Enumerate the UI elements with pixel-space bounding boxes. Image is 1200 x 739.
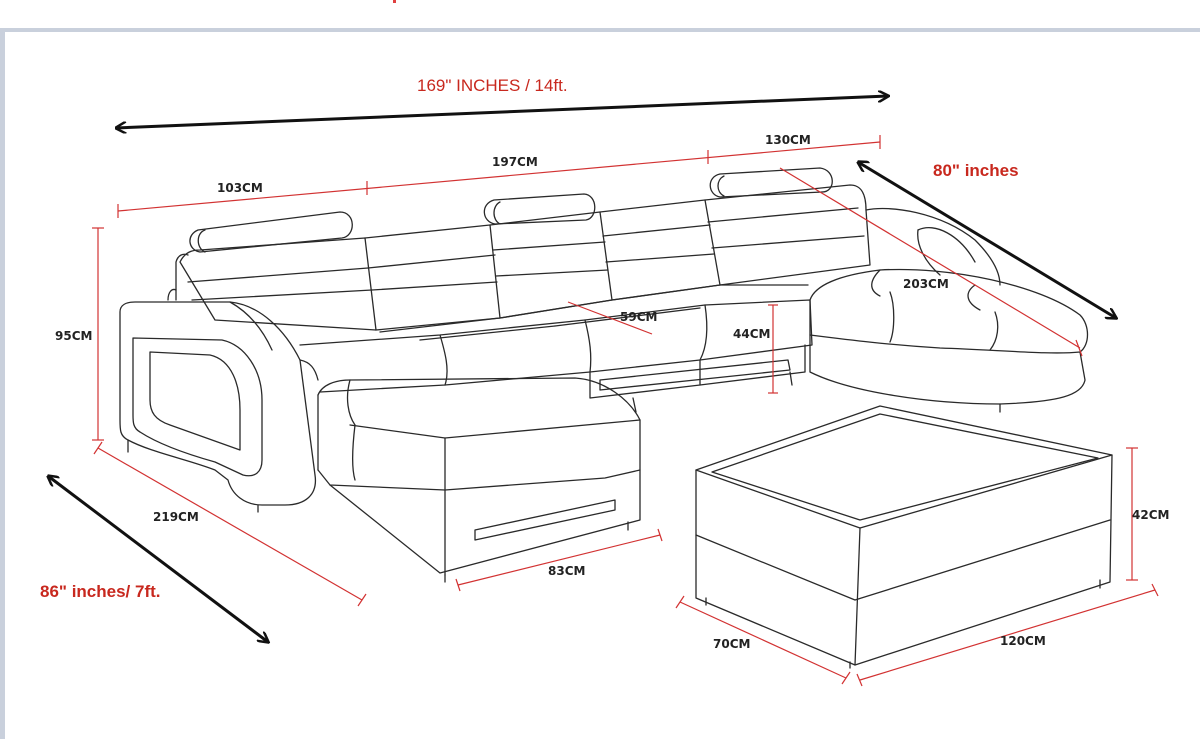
left-border (0, 30, 5, 739)
right-chaise-arrow (858, 162, 1116, 318)
dim-chaise-width: 83CM (548, 564, 585, 578)
overall-length-label: 169" INCHES / 14ft. (417, 76, 568, 95)
dim-left-length: 219CM (153, 510, 199, 524)
left-chaise-diagonal-label: 86" inches/ 7ft. (40, 582, 161, 601)
dimension-lines (92, 135, 1159, 687)
dim-chaise-depth: 203CM (903, 277, 949, 291)
dim-ottoman-width: 120CM (1000, 634, 1046, 648)
top-strip (0, 0, 1200, 30)
dim-seg-left: 103CM (217, 181, 263, 195)
dim-ottoman-height: 42CM (1132, 508, 1169, 522)
red-dot-mark (393, 0, 396, 3)
dim-seg-middle: 197CM (492, 155, 538, 169)
overall-arrows (48, 96, 1116, 642)
dim-seat-height: 44CM (733, 327, 770, 341)
top-border (0, 28, 1200, 32)
dim-seat-depth: 59CM (620, 310, 657, 324)
sectional-sofa-drawing (119, 167, 1113, 669)
dim-ottoman-depth: 70CM (713, 637, 750, 651)
left-chaise-arrow (48, 476, 268, 642)
dim-seg-right: 130CM (765, 133, 811, 147)
dim-height: 95CM (55, 329, 92, 343)
overall-length-arrow (116, 96, 888, 128)
right-chaise-diagonal-label: 80" inches (933, 161, 1019, 180)
